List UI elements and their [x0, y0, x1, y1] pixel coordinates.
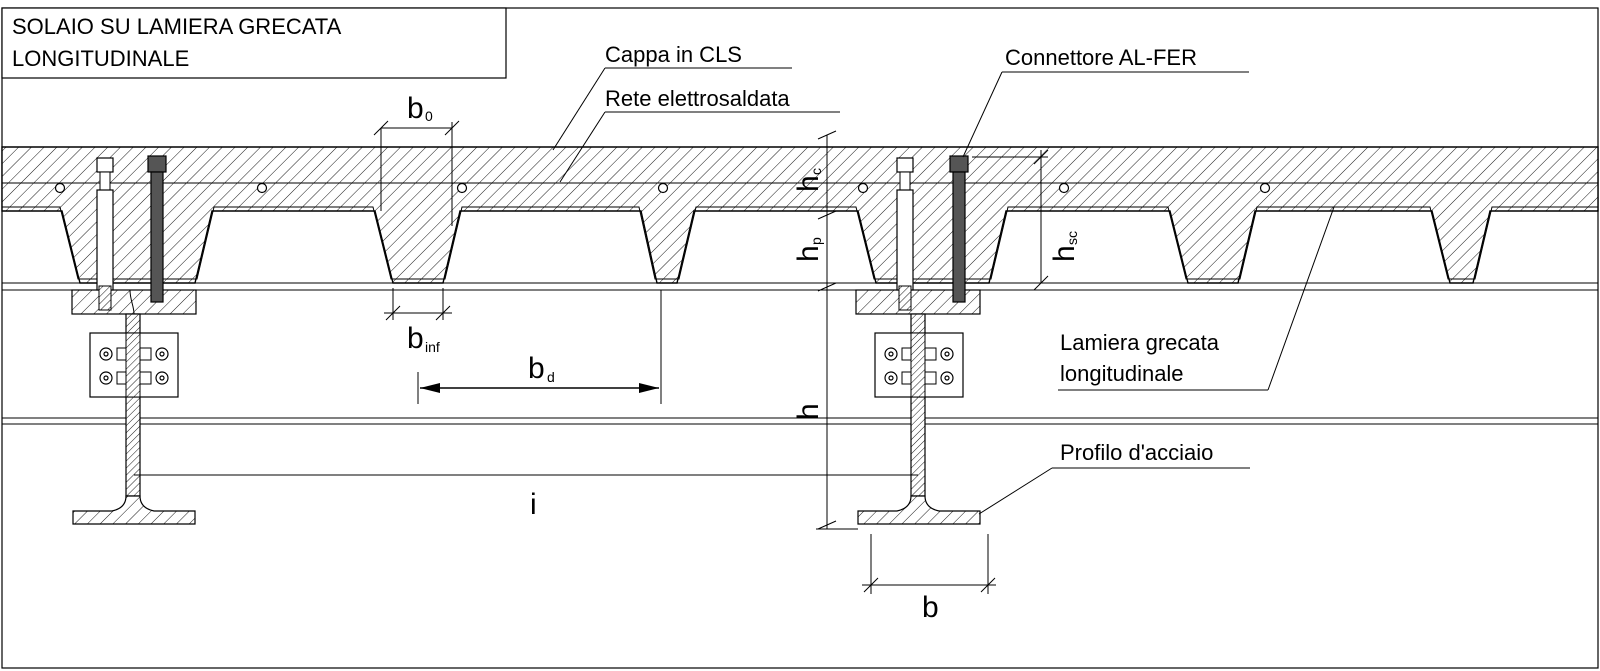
connector-right-2: [949, 155, 969, 303]
leader-lines: [552, 67, 1335, 515]
title-line-2: LONGITUDINALE: [12, 46, 189, 71]
title-block: SOLAIO SU LAMIERA GRECATA LONGITUDINALE: [1, 7, 507, 79]
dim-binf-sub: inf: [425, 339, 440, 355]
dim-binf: b inf: [407, 322, 440, 355]
dim-hsc: h sc: [1048, 231, 1081, 262]
dim-hc: h c: [792, 168, 825, 192]
connector-left-1: [96, 157, 114, 311]
steel-beam-right: [855, 289, 981, 525]
dim-bd-sub: d: [547, 369, 555, 385]
dimension-lines: [134, 120, 1049, 594]
dim-bd: b d: [528, 352, 555, 385]
dim-bd-main: b: [528, 352, 545, 385]
dim-b: b: [922, 591, 939, 624]
drawing-frame: [1, 7, 1599, 669]
dim-hsc-main: h: [1048, 245, 1081, 262]
steel-deck-profile: [2, 206, 1598, 280]
dim-h: h: [792, 403, 825, 420]
dim-b0: b 0: [407, 92, 433, 125]
dim-b0-sub: 0: [425, 108, 433, 124]
dim-h-main: h: [792, 403, 825, 420]
dim-hp: h p: [792, 237, 825, 262]
beam-lines: [2, 282, 1598, 425]
label-lamiera-2: longitudinale: [1060, 361, 1184, 386]
label-profilo: Profilo d'acciaio: [1060, 440, 1213, 465]
mesh-bars: [54, 182, 1271, 194]
dim-hp-main: h: [792, 245, 825, 262]
steel-beam-left: [71, 289, 197, 525]
label-lamiera-1: Lamiera grecata: [1060, 330, 1220, 355]
label-connettore: Connettore AL-FER: [1005, 45, 1197, 70]
dim-i: i: [530, 488, 537, 521]
dim-hsc-sub: sc: [1064, 231, 1080, 245]
title-line-1: SOLAIO SU LAMIERA GRECATA: [12, 14, 342, 39]
dim-hc-main: h: [792, 175, 825, 192]
connector-right-1: [896, 157, 914, 311]
dim-binf-main: b: [407, 322, 424, 355]
dim-hp-sub: p: [808, 237, 824, 245]
connector-left-2: [147, 155, 167, 303]
label-rete: Rete elettrosaldata: [605, 86, 790, 111]
dim-b0-main: b: [407, 92, 424, 125]
dim-hc-sub: c: [808, 168, 824, 175]
label-cappa: Cappa in CLS: [605, 42, 742, 67]
